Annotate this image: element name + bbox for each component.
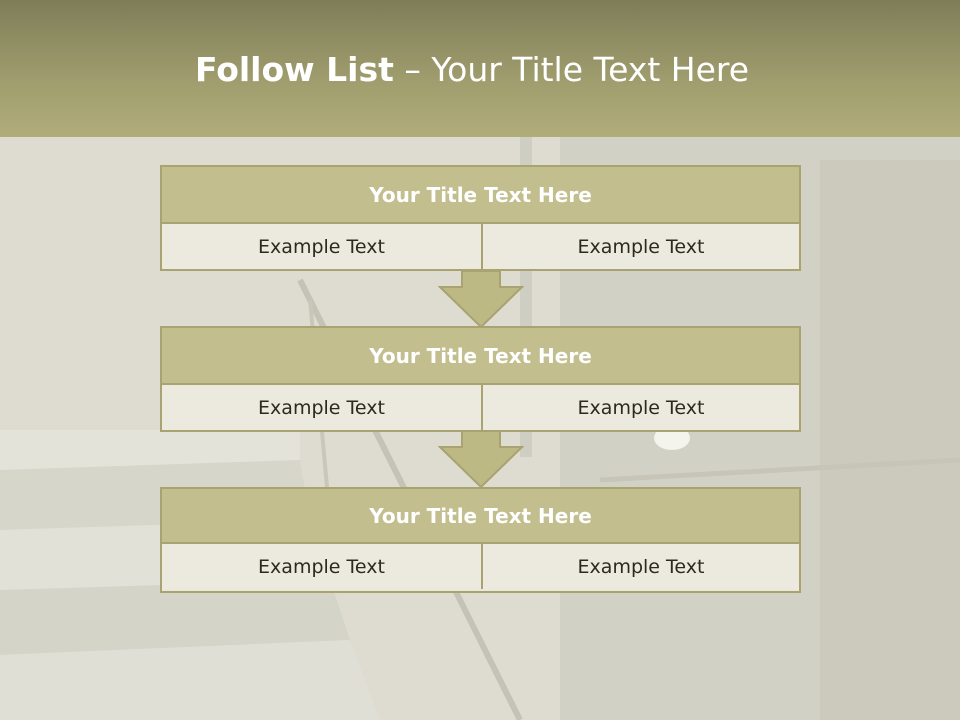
step-box-1: Your Title Text Here Example Text Exampl…: [160, 165, 801, 271]
step-title: Your Title Text Here: [162, 328, 799, 385]
step-cell-left: Example Text: [162, 385, 483, 430]
step-cell-right: Example Text: [483, 224, 799, 269]
down-arrow-icon: [438, 271, 524, 329]
slide-title: Follow List – Your Title Text Here: [0, 50, 944, 89]
step-box-3: Your Title Text Here Example Text Exampl…: [160, 487, 801, 593]
title-banner: [0, 0, 960, 137]
step-title: Your Title Text Here: [162, 167, 799, 224]
step-title: Your Title Text Here: [162, 489, 799, 544]
slide-title-bold: Follow List: [194, 50, 394, 89]
step-box-2: Your Title Text Here Example Text Exampl…: [160, 326, 801, 432]
step-cell-right: Example Text: [483, 385, 799, 430]
step-cell-right: Example Text: [483, 544, 799, 589]
down-arrow-icon: [438, 431, 524, 489]
slide-title-rest: – Your Title Text Here: [393, 50, 750, 89]
step-cell-left: Example Text: [162, 544, 483, 589]
step-cell-left: Example Text: [162, 224, 483, 269]
